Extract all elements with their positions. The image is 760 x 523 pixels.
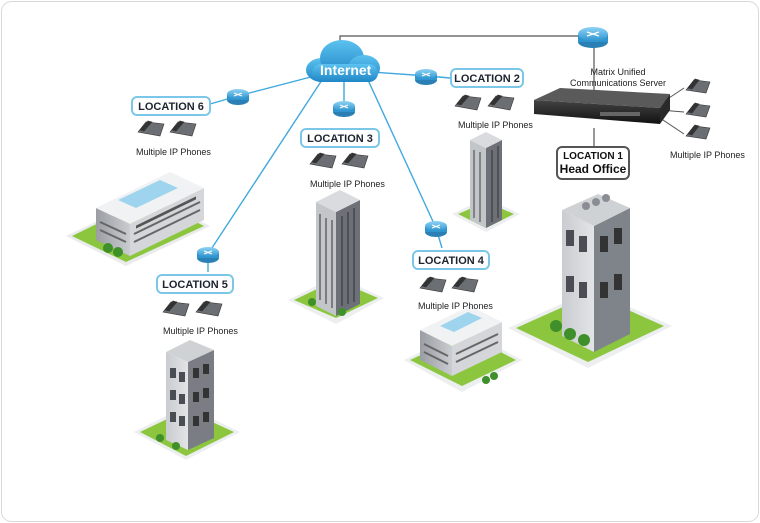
building-location-5 <box>134 340 240 460</box>
phone-icon <box>454 94 482 111</box>
phone-icon <box>137 120 165 137</box>
router-icon <box>197 247 219 263</box>
phone-icon <box>685 102 711 118</box>
link-l5 <box>207 79 323 255</box>
phones-caption-head-office: Multiple IP Phones <box>670 150 745 160</box>
phones-caption-location-4: Multiple IP Phones <box>418 301 493 311</box>
internet-cloud-icon <box>306 40 380 82</box>
ip-phones <box>137 78 711 317</box>
location-2-label: LOCATION 2 <box>450 68 524 88</box>
communications-server-icon <box>534 88 670 124</box>
phone-icon <box>685 124 711 140</box>
phones-caption-location-3: Multiple IP Phones <box>310 179 385 189</box>
building-location-3 <box>288 190 384 324</box>
phones-caption-location-6: Multiple IP Phones <box>136 147 211 157</box>
link-l4 <box>367 79 437 229</box>
phone-icon <box>487 94 515 111</box>
routers <box>197 27 608 263</box>
phone-icon <box>195 300 223 317</box>
location-3-label: LOCATION 3 <box>300 128 380 148</box>
link-server <box>339 35 592 48</box>
phones-caption-location-5: Multiple IP Phones <box>163 326 238 336</box>
router-icon <box>578 27 608 48</box>
router-icon <box>227 89 249 105</box>
location-4-label: LOCATION 4 <box>412 250 490 270</box>
building-location-1 <box>508 194 672 368</box>
phone-icon <box>162 300 190 317</box>
internet-label: Internet <box>320 62 372 78</box>
server-caption-line-2: Communications Server <box>569 78 667 88</box>
server-caption-line-1: Matrix Unified <box>590 67 646 77</box>
phone-icon <box>419 276 447 293</box>
building-location-4 <box>404 306 522 392</box>
building-location-6 <box>66 172 210 266</box>
phones-caption-location-2: Multiple IP Phones <box>458 120 533 130</box>
location-5-label: LOCATION 5 <box>156 274 234 294</box>
phone-icon <box>169 120 197 137</box>
phone-icon <box>341 152 369 169</box>
head-office-location: LOCATION 1 <box>563 151 623 162</box>
network-links <box>207 71 451 272</box>
router-icon <box>425 221 447 237</box>
head-office-label: Head Office <box>559 162 627 176</box>
head-office-box: LOCATION 1 Head Office <box>556 146 630 180</box>
building-location-2 <box>452 132 520 232</box>
router-icon <box>333 101 355 117</box>
location-6-label: LOCATION 6 <box>131 96 211 116</box>
phone-icon <box>309 152 337 169</box>
server-caption: Matrix Unified Communications Server <box>548 67 688 89</box>
phone-icon <box>451 276 479 293</box>
phone-icon <box>685 78 711 94</box>
router-icon <box>415 69 437 85</box>
